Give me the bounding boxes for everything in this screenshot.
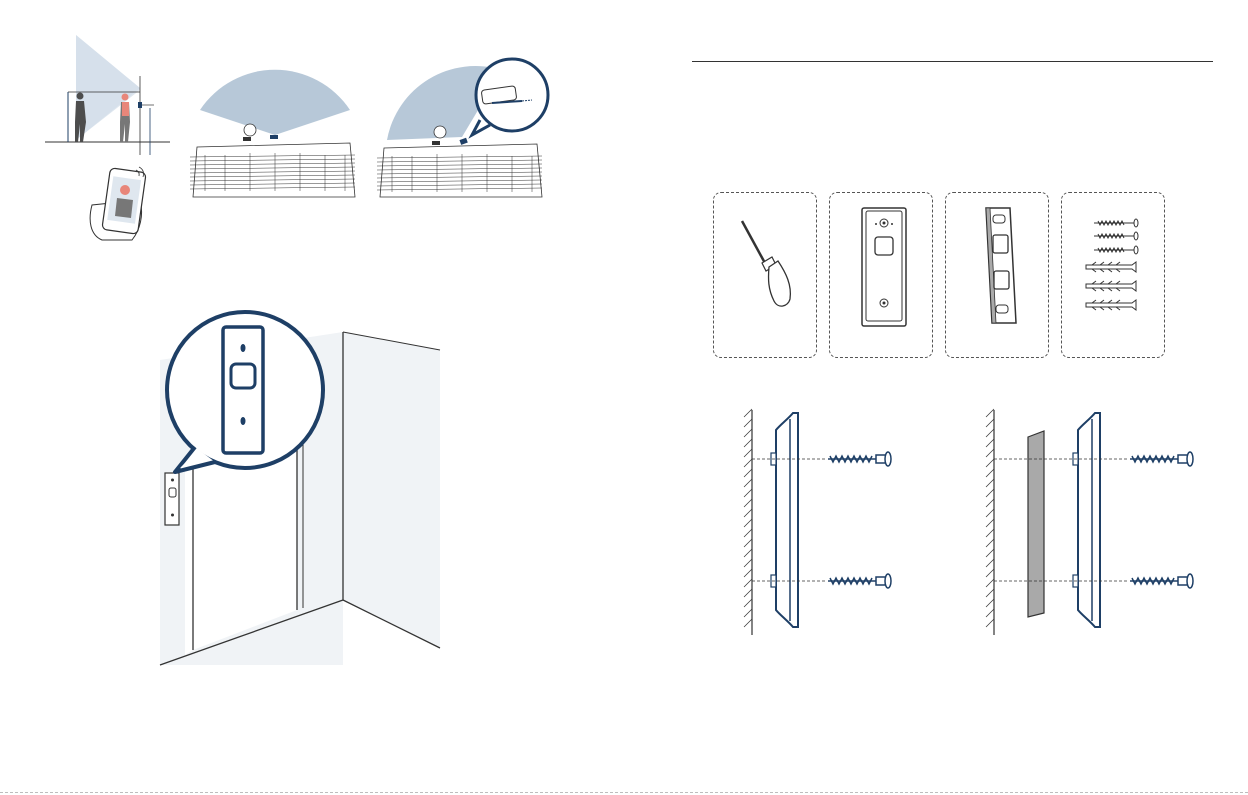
section-divider: [692, 61, 1213, 62]
part-box-angle-bracket: [945, 192, 1049, 358]
part-box-screwdriver: [713, 192, 817, 358]
part-box-screws-and-anchors: [1061, 192, 1165, 358]
top-view-diagram-flat: [185, 55, 365, 205]
part-box-doorbell: [829, 192, 933, 358]
top-view-diagram-angled: [372, 55, 552, 205]
doorbell-icon: [830, 193, 932, 357]
height-view-diagram: [40, 30, 180, 245]
doorframe-mount-diagram: [155, 310, 445, 670]
side-view-install-direct: [738, 405, 898, 635]
screwdriver-icon: [714, 193, 816, 357]
screws-and-anchors-icon: [1062, 193, 1164, 357]
mounting-bracket-icon: [946, 193, 1048, 357]
package-contents: [713, 192, 1168, 360]
page-bottom-edge: [0, 792, 1248, 793]
side-view-install-with-bracket: [980, 405, 1205, 635]
